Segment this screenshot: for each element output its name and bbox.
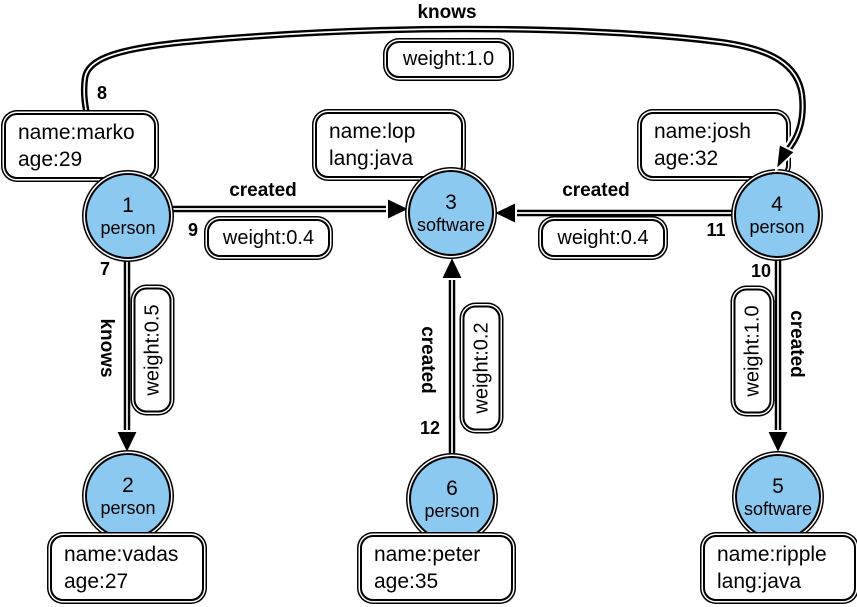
prop-line: age:32 bbox=[654, 147, 719, 170]
edge-label-created-right-vertical: created bbox=[786, 310, 807, 378]
node-3-software: 3 software bbox=[408, 170, 494, 256]
node-label: software bbox=[416, 214, 486, 235]
prop-line: name:peter bbox=[374, 543, 481, 566]
propbox-node-3: name:lop lang:java bbox=[315, 112, 463, 178]
prop-line: age:29 bbox=[18, 148, 83, 171]
propbox-node-2: name:vadas age:27 bbox=[50, 535, 204, 601]
weight-box-created-4-3: weight:0.4 bbox=[541, 219, 665, 257]
edge-created-6-3 bbox=[439, 253, 465, 456]
edge-label-created-mid-vertical: created bbox=[417, 326, 438, 394]
prop-line: name:lop bbox=[329, 120, 416, 143]
weight-label: weight:1.0 bbox=[741, 305, 763, 397]
arrowhead-into-5 bbox=[765, 430, 791, 457]
edge-id-9: 9 bbox=[187, 220, 198, 240]
node-label: person bbox=[100, 497, 156, 518]
propbox-node-6: name:peter age:35 bbox=[360, 535, 513, 601]
prop-line: name:ripple bbox=[717, 543, 827, 566]
weight-label: weight:1.0 bbox=[402, 48, 495, 70]
prop-line: age:27 bbox=[64, 570, 129, 593]
propbox-node-4: name:josh age:32 bbox=[640, 112, 788, 178]
prop-line: name:josh bbox=[654, 120, 751, 143]
node-id: 3 bbox=[445, 190, 457, 214]
node-1-person: 1 person bbox=[85, 173, 171, 259]
edge-id-10: 10 bbox=[750, 261, 772, 281]
node-label: person bbox=[100, 217, 156, 238]
node-id: 4 bbox=[771, 192, 783, 216]
edge-label-created-right: created bbox=[562, 180, 630, 201]
node-id: 5 bbox=[772, 474, 784, 498]
node-2-person: 2 person bbox=[85, 453, 171, 539]
weight-label: weight:0.5 bbox=[141, 304, 163, 396]
node-id: 1 bbox=[122, 193, 134, 217]
arrowhead-into-3-bottom bbox=[439, 253, 465, 280]
node-id: 6 bbox=[446, 476, 458, 500]
arrowhead-into-3-left bbox=[386, 196, 413, 222]
weight-box-knows-1-2: weight:0.5 bbox=[133, 287, 172, 413]
prop-line: name:vadas bbox=[64, 543, 179, 566]
weight-box-created-4-5: weight:1.0 bbox=[733, 288, 772, 414]
edge-label-knows-top: knows bbox=[417, 2, 477, 23]
arrowhead-into-2 bbox=[114, 430, 140, 457]
weight-label: weight:0.2 bbox=[470, 322, 492, 414]
node-id: 2 bbox=[122, 473, 134, 497]
node-4-person: 4 person bbox=[734, 172, 820, 258]
node-6-person: 6 person bbox=[409, 456, 495, 542]
weight-label: weight:0.4 bbox=[557, 226, 649, 249]
propbox-node-5: name:ripple lang:java bbox=[703, 535, 856, 601]
edge-id-7: 7 bbox=[99, 259, 110, 279]
edge-id-8: 8 bbox=[96, 83, 107, 103]
arrowhead-into-3-right bbox=[490, 200, 517, 226]
node-label: person bbox=[424, 500, 480, 521]
node-label: person bbox=[749, 216, 805, 237]
node-5-software: 5 software bbox=[735, 454, 821, 540]
propbox-node-1: name:marko age:29 bbox=[4, 113, 156, 179]
edge-id-12: 12 bbox=[419, 418, 441, 438]
weight-box-created-1-3: weight:0.4 bbox=[207, 219, 330, 257]
prop-line: age:35 bbox=[374, 570, 439, 593]
edge-id-11: 11 bbox=[706, 220, 726, 240]
edge-label-knows-vertical: knows bbox=[96, 318, 117, 378]
edge-label-created-left: created bbox=[229, 180, 297, 201]
node-label: software bbox=[743, 498, 813, 519]
prop-line: lang:java bbox=[717, 570, 802, 593]
weight-box-knows-1-4: weight:1.0 bbox=[386, 41, 511, 78]
weight-label: weight:0.4 bbox=[222, 226, 315, 249]
prop-line: name:marko bbox=[18, 121, 135, 144]
weight-box-created-6-3: weight:0.2 bbox=[462, 305, 501, 431]
prop-line: lang:java bbox=[329, 147, 414, 170]
